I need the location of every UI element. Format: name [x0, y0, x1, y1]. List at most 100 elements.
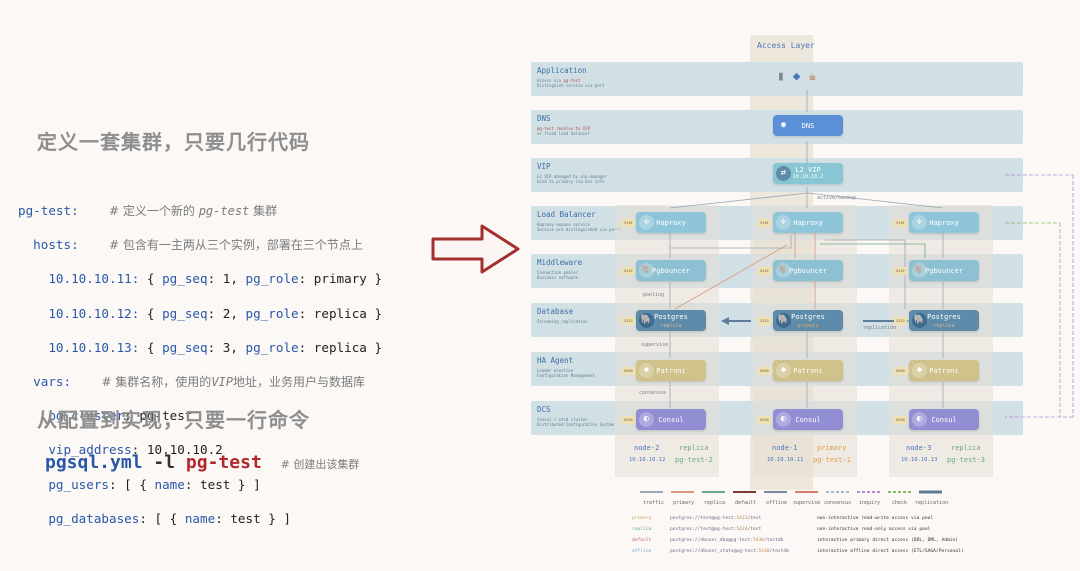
- legend-offline: offline: [766, 500, 788, 506]
- haproxy-node-1: ✣Haproxy: [773, 212, 843, 233]
- port-badge: 8008: [622, 367, 635, 375]
- connection-lines: [640, 90, 1074, 494]
- patroni-node-1: ◆Patroni: [773, 360, 843, 381]
- service-row-replica: replica: [632, 527, 652, 532]
- legend-primary: primary: [673, 500, 695, 506]
- config-code-block: pg-test: # 定义一个新的 pg-test 集群 hosts: # 包含…: [18, 185, 382, 544]
- elephant-icon: 🐘: [639, 313, 654, 328]
- legend-traffic: traffic: [643, 500, 665, 506]
- port-badge: 5432: [758, 317, 771, 325]
- consul-icon: ◐: [912, 412, 927, 427]
- consensus-label: consensus: [639, 390, 667, 396]
- code-line-pg-cluster: pg_cluster: pg-test: [48, 408, 193, 424]
- port-badge: 6432: [622, 267, 635, 275]
- dns-box: ◉ DNS: [773, 115, 843, 136]
- service-row-offline: offline: [632, 549, 652, 554]
- elephant-icon: 🐘: [776, 313, 791, 328]
- right-arrow-icon: [431, 224, 520, 274]
- code-line-pg-databases: pg_databases: [ { name: test } ]: [48, 510, 292, 526]
- service-row-default: default: [632, 538, 652, 543]
- access-layer-title: Access Layer: [757, 41, 815, 50]
- node-2-name: node-2: [634, 444, 660, 452]
- consul-icon: ◐: [776, 412, 791, 427]
- dns-icon: ◉: [780, 120, 787, 130]
- code-line-pg-users: pg_users: [ { name: test } ]: [48, 476, 261, 492]
- python-icon: ◆: [776, 363, 791, 378]
- legend-default: default: [735, 500, 757, 506]
- consul-icon: ◐: [639, 412, 654, 427]
- java-icon: ☕: [808, 69, 817, 84]
- port-badge: 8008: [894, 367, 907, 375]
- vip-icon: ⇄: [776, 166, 791, 181]
- node-3-name: node-3: [906, 444, 932, 452]
- legend-consensus: consensus: [824, 500, 852, 506]
- node-column-3: [889, 205, 993, 477]
- consul-node-3: ◐Consul: [909, 409, 979, 430]
- legend-inquiry: inquiry: [859, 500, 881, 506]
- port-badge: 8500: [622, 416, 635, 424]
- node-3-ip: 10.10.10.13: [901, 457, 938, 463]
- consul-node-2: ◐Consul: [636, 409, 706, 430]
- service-row-primary: primary: [632, 516, 652, 521]
- app-icon: ▮: [777, 69, 785, 84]
- node-1-ip: 10.10.10.11: [767, 457, 804, 463]
- port-badge: 6432: [894, 267, 907, 275]
- elephant-icon: 🐘: [912, 263, 927, 278]
- node-column-1: [753, 205, 857, 477]
- port-badge: 5432: [894, 317, 907, 325]
- port-badge: 9101: [622, 219, 635, 227]
- python-icon: ◆: [912, 363, 927, 378]
- node-3-role: replica: [951, 444, 981, 452]
- supervise-label: supervise: [641, 342, 669, 348]
- node-1-role: primary: [817, 444, 847, 452]
- code-line-hosts: hosts: # 包含有一主两从三个实例，部署在三个节点上: [33, 237, 363, 253]
- legend-supervise: supervise: [793, 500, 821, 506]
- port-badge: 8500: [894, 416, 907, 424]
- service-desc-offline: interactive offline direct access (ETL/S…: [817, 549, 964, 554]
- service-url-primary: postgres://test@pg-test:5433/test: [670, 516, 762, 521]
- code-line-host-1: 10.10.10.11: { pg_seq: 1, pg_role: prima…: [48, 271, 383, 287]
- haproxy-icon: ✣: [776, 215, 791, 230]
- legend-check: check: [892, 500, 908, 506]
- service-url-offline: postgres://dbuser_stats@pg-test:5438/tes…: [670, 549, 789, 554]
- patroni-node-3: ◆Patroni: [909, 360, 979, 381]
- patroni-node-2: ◆Patroni: [636, 360, 706, 381]
- pgbouncer-node-3: 🐘Pgbouncer: [909, 260, 979, 281]
- pgbouncer-node-2: 🐘Pgbouncer: [636, 260, 706, 281]
- app-icons: ▮ ◆ ☕: [777, 69, 816, 84]
- port-badge: 9101: [894, 219, 907, 227]
- service-desc-primary: non-interactive read-write access via po…: [817, 516, 934, 521]
- deploy-command: pgsql.yml -l pg-test # 创建出该集群: [45, 452, 360, 473]
- python-icon: ◆: [639, 363, 654, 378]
- service-url-default: postgres://dbuser_dba@pg-test:5436/testd…: [670, 538, 784, 543]
- elephant-icon: 🐘: [912, 313, 927, 328]
- active-backup-label: active/backup: [817, 195, 857, 201]
- service-desc-default: interactive primary direct access (DDL, …: [817, 538, 959, 543]
- elephant-icon: 🐘: [639, 263, 654, 278]
- port-badge: 8500: [758, 416, 771, 424]
- port-badge: 5432: [622, 317, 635, 325]
- service-desc-replica: non-interactive read-only access via poo…: [817, 527, 931, 532]
- code-line-cluster: pg-test: # 定义一个新的 pg-test 集群: [18, 203, 278, 219]
- port-badge: 6432: [758, 267, 771, 275]
- pgbouncer-node-1: 🐘Pgbouncer: [773, 260, 843, 281]
- node-1-name: node-1: [772, 444, 798, 452]
- node-2-cluster: pg-test-2: [675, 456, 713, 464]
- pooling-label: pooling: [643, 292, 665, 298]
- replication-label: replication: [863, 325, 897, 331]
- python-icon: ◆: [792, 69, 801, 84]
- architecture-diagram: Access Layer Application Access via pg-t…: [525, 30, 1080, 571]
- port-badge: 8008: [758, 367, 771, 375]
- haproxy-icon: ✣: [639, 215, 654, 230]
- code-line-vip: vip_address: 10.10.10.2: [48, 442, 223, 458]
- elephant-icon: 🐘: [776, 263, 791, 278]
- haproxy-node-2: ✣Haproxy: [636, 212, 706, 233]
- vip-box: ⇄ L2 VIP 10.10.10.2: [773, 163, 843, 184]
- node-1-cluster: pg-test-1: [813, 456, 851, 464]
- node-column-2: [615, 205, 719, 477]
- node-3-cluster: pg-test-3: [947, 456, 985, 464]
